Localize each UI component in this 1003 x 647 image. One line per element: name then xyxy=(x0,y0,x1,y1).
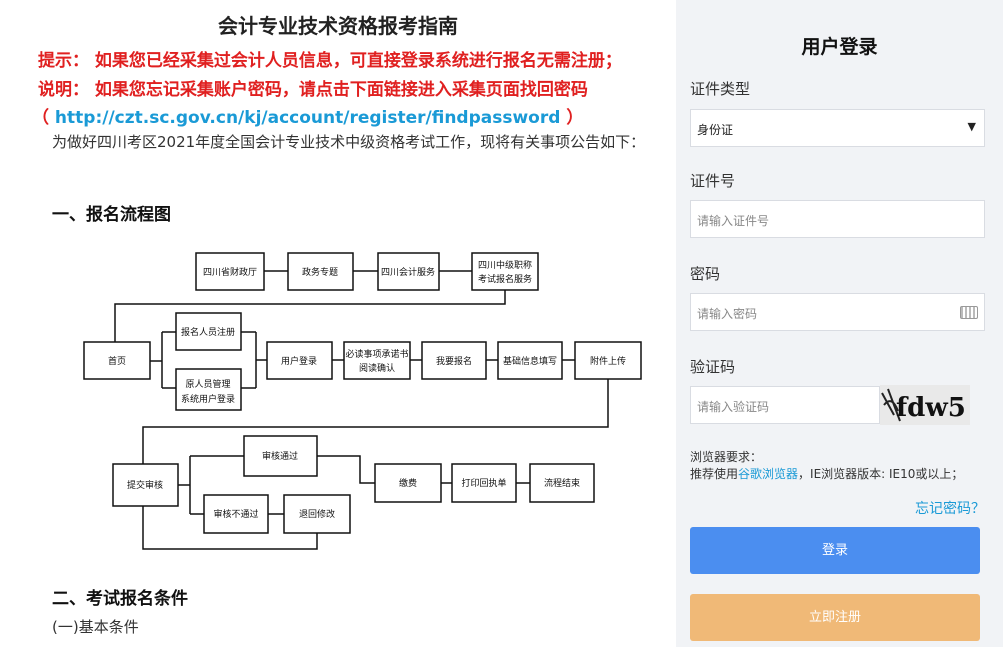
flow-text-accounting-service: 四川会计服务 xyxy=(381,266,435,278)
section1-heading: 一、报名流程图 xyxy=(52,205,171,225)
flow-node-attachment xyxy=(574,341,642,380)
login-button[interactable]: 登录 xyxy=(690,527,980,574)
flow-text-register: 报名人员注册 xyxy=(181,326,235,338)
flow-node-approved xyxy=(243,435,318,477)
registration-flowchart: 四川省财政厅 政务专题 四川会计服务 四川中级职称 考试报名服务 首页 报名人员… xyxy=(83,252,642,550)
flow-text-user-login: 用户登录 xyxy=(281,355,317,367)
explain-label: 说明： xyxy=(38,80,89,100)
flow-node-finance-dept xyxy=(195,252,265,291)
id-number-label: 证件号 xyxy=(690,172,736,190)
forgot-password-link[interactable]: 忘记密码？ xyxy=(915,501,985,517)
flow-node-register xyxy=(175,312,242,351)
guide-panel: 会计专业技术资格报考指南 提示： 如果您已经采集过会计人员信息，可直接登录系统进… xyxy=(32,14,646,636)
flow-text-exam-service-2: 考试报名服务 xyxy=(478,273,532,285)
browser-requirement-line: 推荐使用谷歌浏览器，IE浏览器版本: IE10或以上； xyxy=(690,465,963,482)
login-panel: 用户登录 证件类型 身份证 ▼ 证件号 请输入证件号 密码 请输入密码 验证码 … xyxy=(676,0,1003,647)
password-input[interactable]: 请输入密码 xyxy=(690,293,985,331)
guide-title: 会计专业技术资格报考指南 xyxy=(218,14,458,38)
findpassword-link[interactable]: http://czt.sc.gov.cn/kj/account/register… xyxy=(54,108,561,128)
id-type-select[interactable]: 身份证 ▼ xyxy=(690,109,985,147)
flow-text-attachment: 附件上传 xyxy=(590,355,626,367)
intro-paragraph: 为做好四川考区2021年度全国会计专业技术中级资格考试工作，现将有关事项公告如下… xyxy=(52,133,646,151)
captcha-text: fdw5 xyxy=(896,393,966,423)
flow-text-rejected: 审核不通过 xyxy=(213,508,258,520)
flow-node-return-edit xyxy=(283,494,351,534)
flow-text-pay: 缴费 xyxy=(399,477,417,489)
register-button[interactable]: 立即注册 xyxy=(690,594,980,641)
browser-req-prefix: 推荐使用 xyxy=(690,467,739,481)
flow-text-finance-dept: 四川省财政厅 xyxy=(203,266,257,278)
id-number-input[interactable]: 请输入证件号 xyxy=(690,200,985,238)
dropdown-arrow-icon: ▼ xyxy=(967,120,976,133)
flow-node-accounting-service xyxy=(377,252,440,291)
flow-node-pay xyxy=(374,463,442,503)
link-close-paren: ） xyxy=(566,108,584,128)
flow-text-approved: 审核通过 xyxy=(262,450,298,462)
keyboard-icon[interactable] xyxy=(960,306,978,319)
flow-text-submit-review: 提交审核 xyxy=(127,479,163,491)
flow-text-old-mgmt-1: 原人员管理 xyxy=(185,378,230,390)
flow-text-process-end: 流程结束 xyxy=(544,477,580,489)
link-open-paren: （ xyxy=(32,108,49,128)
flow-node-gov-topics xyxy=(287,252,354,291)
flow-node-user-login xyxy=(266,341,333,380)
browser-requirement-title: 浏览器要求： xyxy=(690,450,763,464)
explain-text: 如果您忘记采集账户密码，请点击下面链接进入采集页面找回密码 xyxy=(94,80,588,100)
captcha-label: 验证码 xyxy=(690,358,736,376)
chrome-download-link[interactable]: 谷歌浏览器 xyxy=(738,467,799,481)
flow-text-gov-topics: 政务专题 xyxy=(302,266,338,278)
tip-text: 如果您已经采集过会计人员信息，可直接登录系统进行报名无需注册； xyxy=(94,51,622,71)
flow-node-rejected xyxy=(203,494,269,534)
flow-text-exam-service-1: 四川中级职称 xyxy=(478,259,532,271)
flow-node-print-receipt xyxy=(451,463,517,503)
flow-node-commitment xyxy=(343,341,411,380)
flow-node-signup xyxy=(421,341,487,380)
flow-node-basic-info xyxy=(497,341,563,380)
password-placeholder: 请输入密码 xyxy=(697,307,758,321)
flow-text-old-mgmt-2: 系统用户登录 xyxy=(181,393,235,405)
flow-node-old-mgmt-login xyxy=(175,368,242,411)
id-type-label: 证件类型 xyxy=(690,80,751,98)
basic-conditions-heading: (一)基本条件 xyxy=(52,618,139,636)
id-number-placeholder: 请输入证件号 xyxy=(697,214,770,228)
captcha-input[interactable]: 请输入验证码 xyxy=(690,386,880,424)
id-type-selected-value: 身份证 xyxy=(697,123,734,137)
explain-line: 说明： 如果您忘记采集账户密码，请点击下面链接进入采集页面找回密码 xyxy=(38,75,588,100)
flow-node-home xyxy=(83,341,151,380)
captcha-placeholder: 请输入验证码 xyxy=(697,400,770,414)
flow-node-process-end xyxy=(529,463,595,503)
browser-req-suffix: ，IE浏览器版本: IE10或以上； xyxy=(798,467,964,481)
flow-node-submit-review xyxy=(112,463,179,507)
flow-text-signup: 我要报名 xyxy=(436,355,472,367)
flow-text-home: 首页 xyxy=(108,355,126,367)
flow-text-print-receipt: 打印回执单 xyxy=(461,477,506,489)
section2-heading: 二、考试报名条件 xyxy=(52,589,188,609)
login-title: 用户登录 xyxy=(801,36,878,58)
tip-line: 提示： 如果您已经采集过会计人员信息，可直接登录系统进行报名无需注册； xyxy=(38,46,622,71)
flow-text-return-edit: 退回修改 xyxy=(299,508,335,520)
findpassword-line: （ http://czt.sc.gov.cn/kj/account/regist… xyxy=(32,103,583,128)
flow-text-commitment-1: 必读事项承诺书 xyxy=(345,348,408,360)
flow-text-commitment-2: 阅读确认 xyxy=(359,362,395,374)
flow-node-exam-service xyxy=(471,252,539,291)
tip-label: 提示： xyxy=(38,51,89,71)
flow-text-basic-info: 基础信息填写 xyxy=(503,355,557,367)
password-label: 密码 xyxy=(690,265,721,283)
captcha-image[interactable]: fdw5 xyxy=(880,385,970,425)
